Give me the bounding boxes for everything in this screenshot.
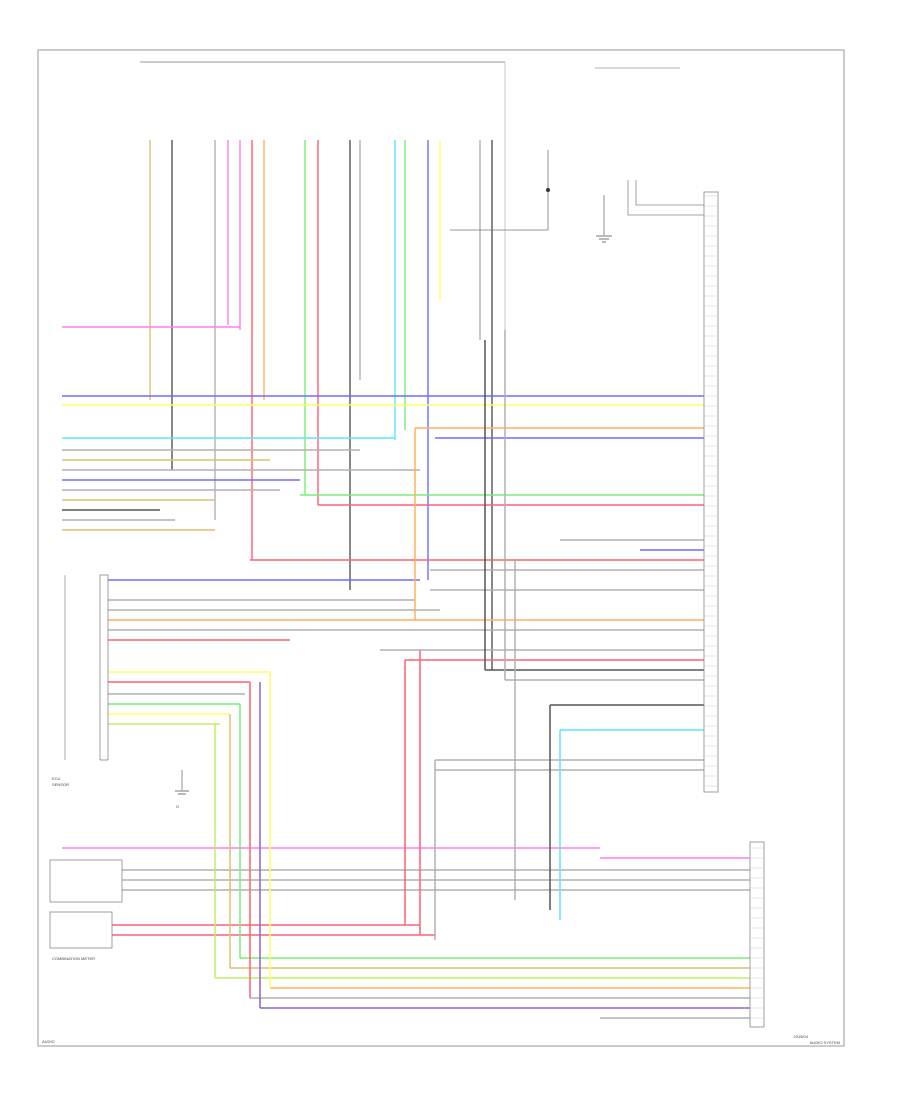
horizontal-wire-group xyxy=(62,326,750,1019)
lower-right-connector-box xyxy=(749,841,765,1028)
meter-box-upper xyxy=(49,859,123,903)
meter-label: COMBINATION METER xyxy=(52,956,95,961)
top-wire-group xyxy=(149,140,493,670)
ground-symbol xyxy=(596,195,612,243)
meter-box-lower xyxy=(49,911,113,949)
ecu-label: ECU xyxy=(52,776,61,781)
ground-label: G xyxy=(176,804,179,809)
diagram-frame xyxy=(37,49,845,1047)
ground-symbol-lower xyxy=(175,770,189,795)
wire-top-right-b xyxy=(635,180,704,206)
footer-left-text: AUDIO xyxy=(42,1039,55,1044)
footer-right-text-2: AUDIO SYSTEM xyxy=(810,1040,840,1045)
lower-right-connector-pins xyxy=(750,847,764,1019)
wire-top-right-a xyxy=(627,180,704,216)
left-module-connector xyxy=(99,574,109,761)
footer-right-text-1: 2015/04 xyxy=(794,1034,809,1039)
sensor-label: SENSOR xyxy=(52,782,69,787)
antenna-symbol xyxy=(450,150,550,231)
right-connector-box xyxy=(703,191,719,793)
right-connector-pins xyxy=(704,195,718,787)
